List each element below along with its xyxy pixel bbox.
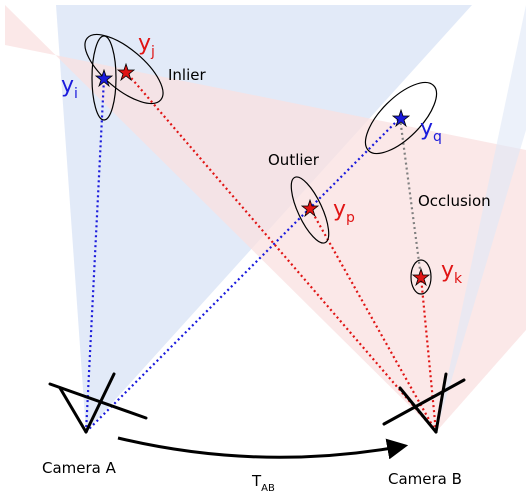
star-yi-icon	[94, 68, 114, 88]
camera-b-image-plane	[382, 378, 466, 426]
inlier-annotation: Inlier	[168, 66, 206, 84]
camera-b-left-edge	[398, 386, 438, 434]
camera-b-right-edge	[434, 372, 448, 434]
outlier-annotation: Outlier	[268, 151, 320, 169]
ray-b-yj	[125, 71, 437, 433]
camera-b	[382, 372, 466, 434]
occlusion-annotation: Occlusion	[418, 192, 491, 210]
camera-a-image-plane	[48, 382, 148, 420]
camera-b-frustum	[5, 5, 526, 432]
ellipse-yj	[84, 33, 164, 105]
star-yp-icon	[300, 198, 320, 218]
transform-label: TAB	[251, 472, 275, 493]
ellipse-yq	[364, 81, 438, 155]
label-yk: yk	[441, 258, 463, 287]
label-yj: yj	[138, 31, 155, 60]
label-yq: yq	[420, 116, 442, 145]
camera-a-right-frustum	[436, 5, 526, 432]
camera-b-rays	[125, 71, 438, 433]
star-yq-icon	[391, 108, 411, 128]
ellipse-yp	[290, 176, 330, 244]
camera-b-label: Camera B	[388, 470, 462, 488]
ray-b-yk	[419, 276, 438, 433]
uncertainty-ellipses	[84, 33, 438, 295]
camera-a-label: Camera A	[42, 459, 117, 477]
camera-a-left-edge	[58, 386, 88, 434]
occlusion-ray	[398, 117, 423, 278]
star-yj-icon	[116, 62, 136, 82]
point-stars	[94, 62, 431, 287]
transform-arrow	[117, 436, 409, 460]
star-yk-icon	[411, 267, 431, 287]
ellipse-yk	[410, 259, 432, 295]
label-yp: yp	[333, 197, 355, 226]
label-yi: yi	[61, 73, 78, 102]
camera-a-rays	[84, 77, 401, 433]
camera-a	[48, 372, 148, 434]
ray-a-yi	[84, 77, 106, 433]
frustums	[5, 5, 526, 432]
ray-a-yq	[85, 117, 401, 433]
